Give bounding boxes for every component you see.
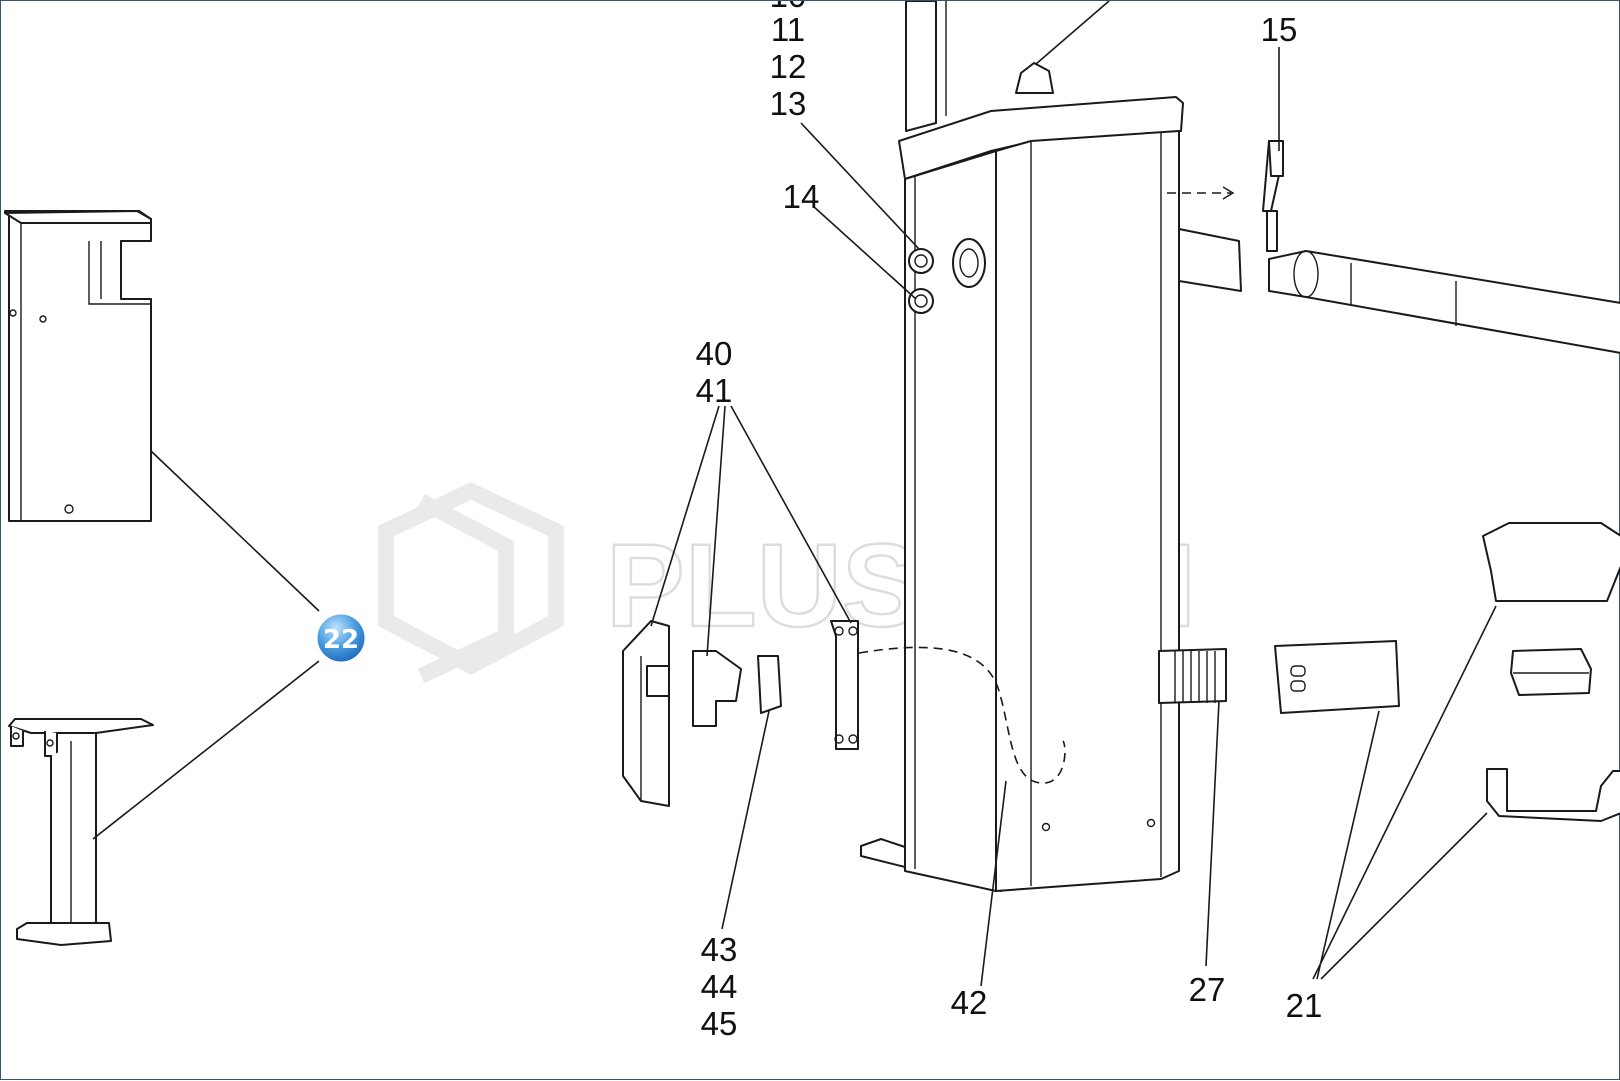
callout-45: 45: [701, 1005, 738, 1042]
callout-14: 14: [783, 178, 820, 215]
callout-43: 43: [701, 931, 738, 968]
cap-part: [1482, 522, 1620, 822]
watermark-logo-icon: [378, 482, 564, 684]
callout-13: 13: [770, 85, 807, 122]
cover-plate-part: [622, 620, 670, 807]
callout-44: 44: [701, 968, 738, 1005]
connector-block-part: [1158, 640, 1400, 714]
callout-41: 41: [696, 372, 733, 409]
callout-badge-22[interactable]: 22: [314, 611, 368, 665]
callout-10: 10: [770, 1, 807, 14]
callout-12: 12: [770, 48, 807, 85]
fitting-part: [1268, 140, 1284, 177]
mounting-clip-part: [692, 620, 859, 750]
callout-27: 27: [1189, 971, 1226, 1008]
boom-arm-part: [1178, 140, 1620, 354]
callout-40: 40: [696, 335, 733, 372]
callout-15: 15: [1261, 11, 1298, 48]
badge-label[interactable]: 22: [323, 625, 359, 655]
callout-11: 11: [771, 11, 805, 48]
cover-part: [4, 210, 152, 522]
callout-21: 21: [1286, 987, 1323, 1024]
callout-labels: 10 11 12 13 14 15 40 41 43 44 45 42 27 2…: [696, 1, 1323, 1042]
callout-42: 42: [951, 984, 988, 1021]
bracket-stand-part: [8, 718, 154, 946]
badge-circle[interactable]: [314, 611, 368, 665]
barrier-housing-part: [860, 1, 1184, 892]
leader-lines: [92, 1, 1497, 987]
